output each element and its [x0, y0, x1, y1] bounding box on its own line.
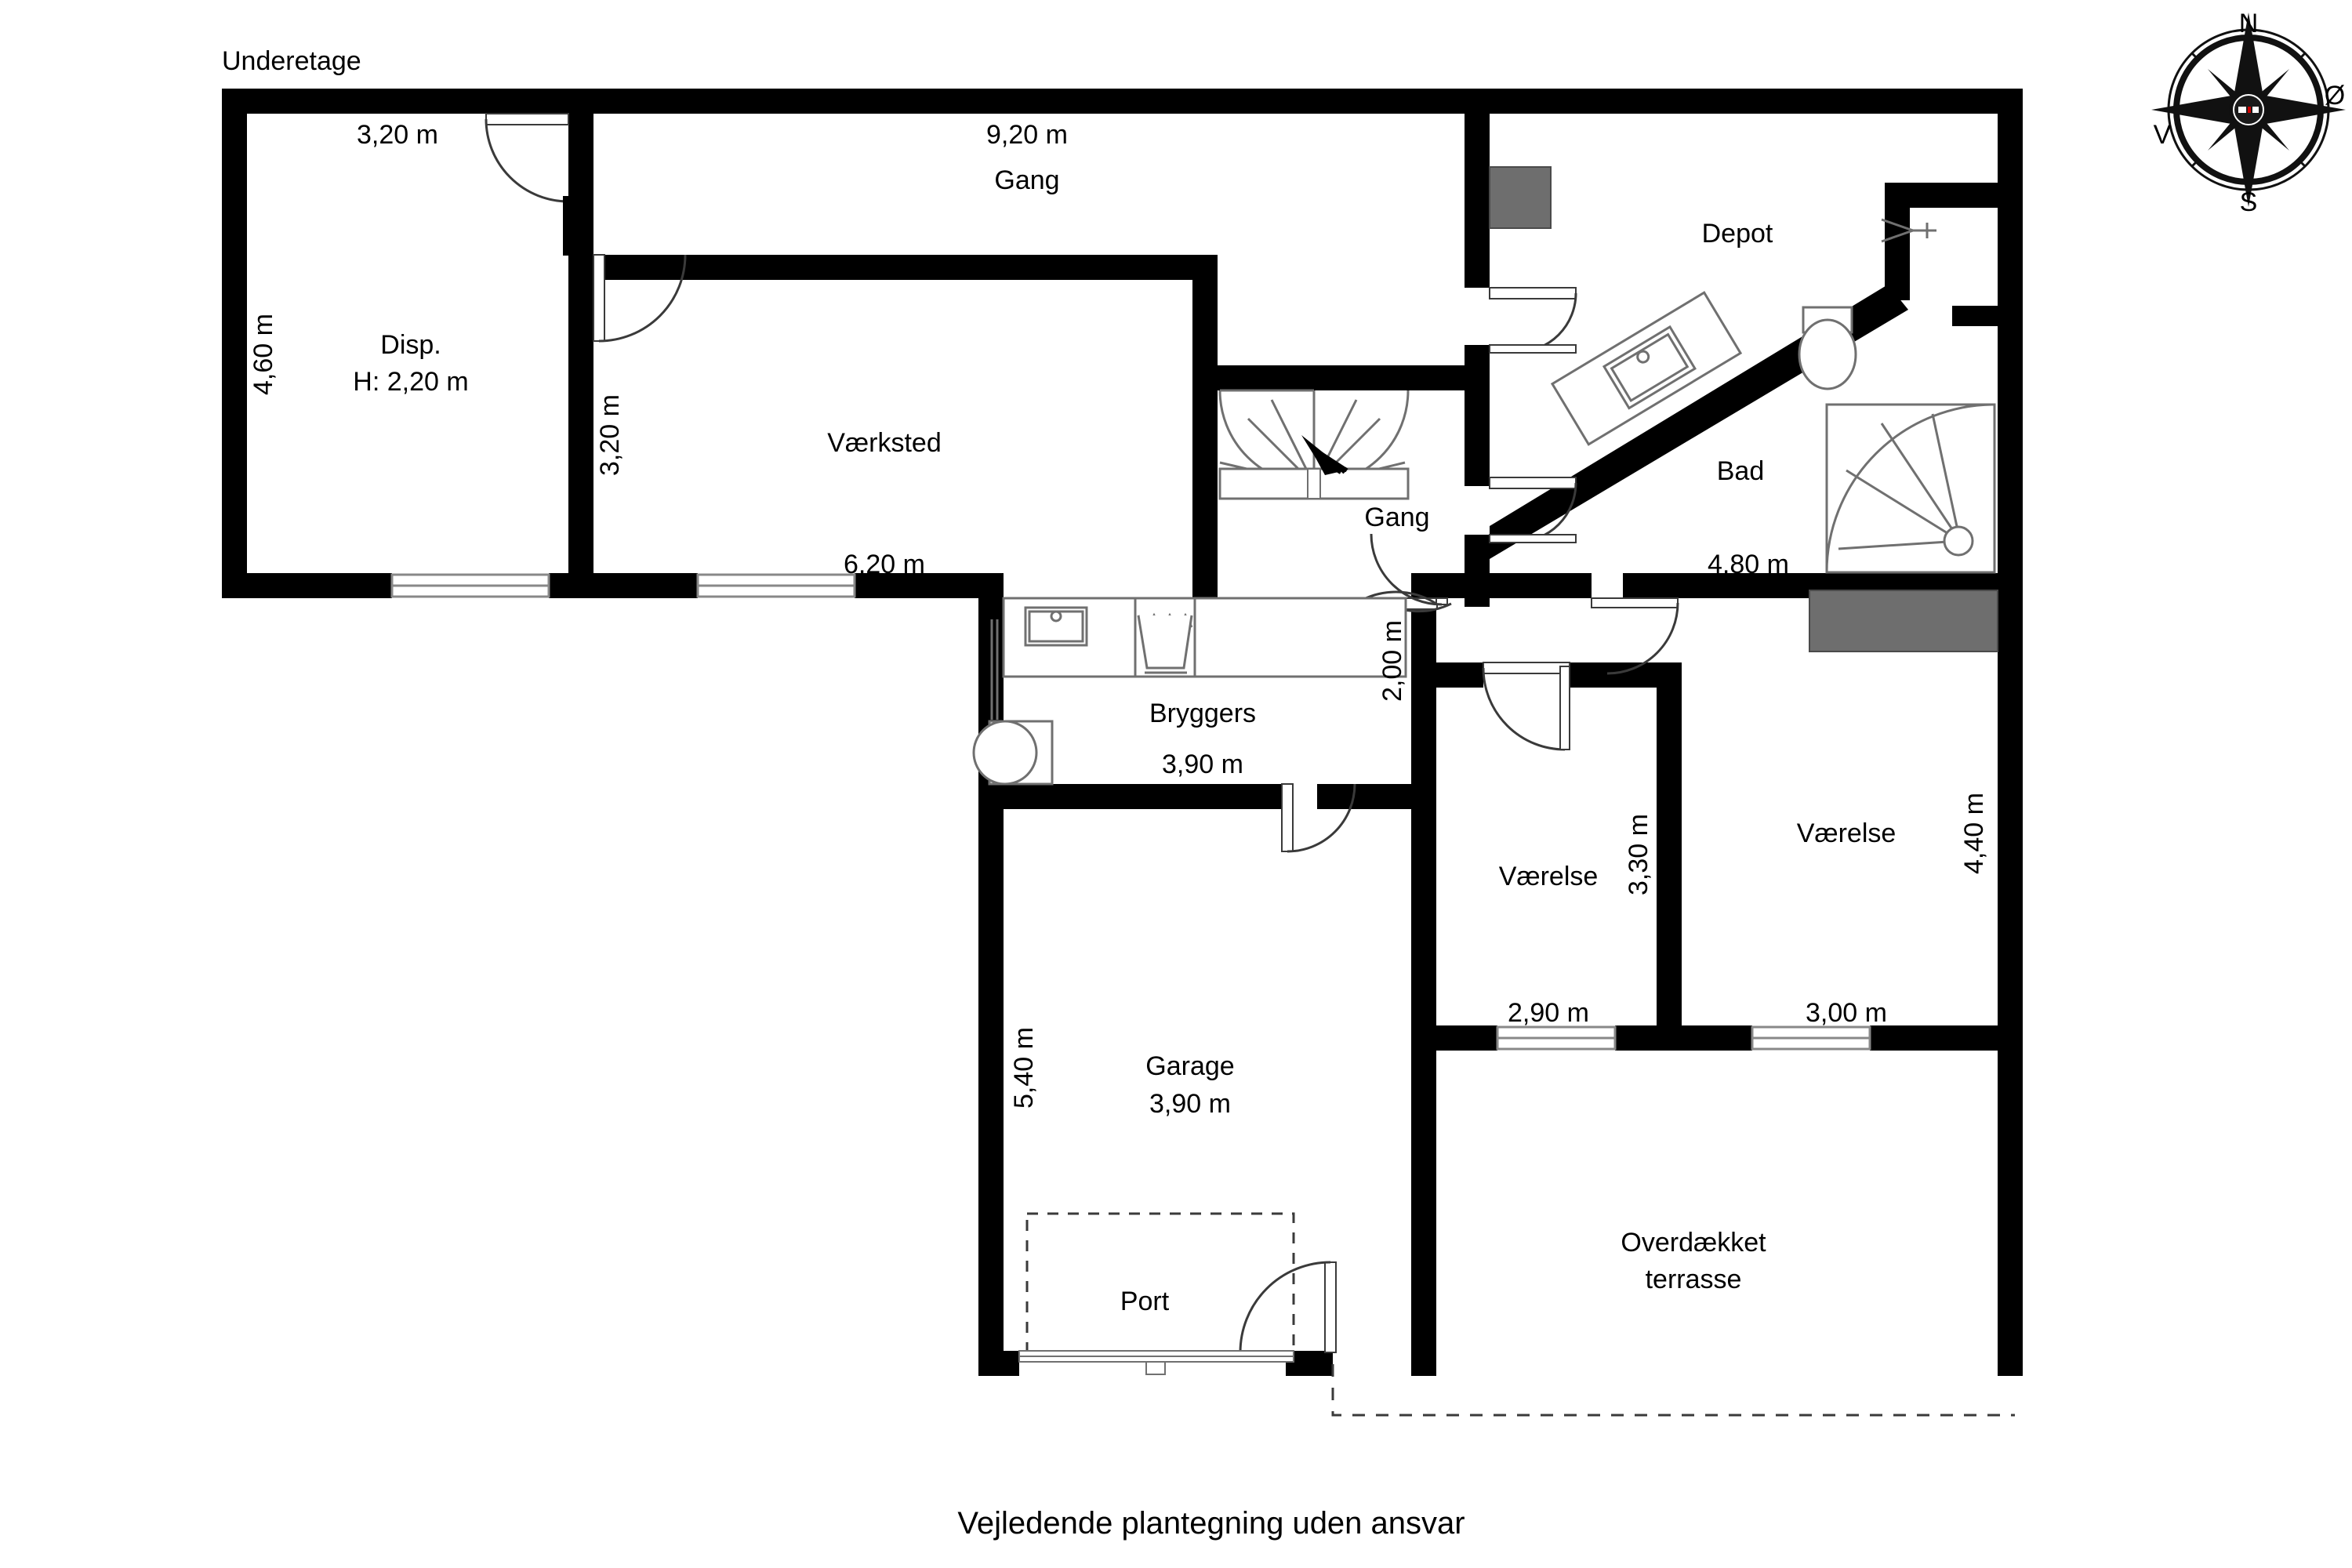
- door-bad-west: [1489, 477, 1577, 543]
- room-label-garage: Garage: [1145, 1051, 1235, 1081]
- bryggers-fixtures-group: [972, 597, 1407, 786]
- room-label-bryggers: Bryggers: [1149, 699, 1257, 728]
- dimension-3-20-left: 3,20 m: [594, 394, 625, 476]
- dimension-4-80: 4,80 m: [1708, 550, 1789, 579]
- room-label-vaerelse-2: Værelse: [1796, 818, 1896, 848]
- port-outline: [1025, 1212, 1295, 1355]
- room-label-disp-height: H: 2,20 m: [353, 367, 469, 397]
- gray-block-group: [1489, 166, 1998, 652]
- floor-title: Underetage: [222, 46, 361, 76]
- room-label-vaerelse-1: Værelse: [1498, 862, 1599, 891]
- room-label-depot: Depot: [1701, 219, 1773, 249]
- washing-machine-icon: [1137, 612, 1193, 674]
- door-group: [485, 113, 1679, 1353]
- room-label-terrasse: Overdækket: [1621, 1228, 1766, 1258]
- dimension-3-90-bryggers: 3,90 m: [1162, 750, 1243, 779]
- room-label-gang-top: Gang: [994, 165, 1060, 195]
- bathroom-fixtures-group: [1550, 218, 1996, 574]
- compass-rose-icon: [2151, 13, 2346, 207]
- door-disp-north: [485, 113, 574, 256]
- footer-disclaimer: Vejledende plantegning uden ansvar: [957, 1506, 1465, 1541]
- room-label-garage-width: 3,90 m: [1149, 1089, 1231, 1119]
- spiral-staircase-icon: [1218, 389, 1410, 500]
- door-bad-south: [1591, 597, 1679, 675]
- compass-label-east: Ø: [2324, 80, 2346, 111]
- chimney-block-vaerelse: [1809, 590, 1998, 652]
- compass-label-west: V: [2153, 119, 2172, 150]
- door-bryggers-south: [1281, 783, 1356, 853]
- room-label-port: Port: [1120, 1287, 1170, 1316]
- door-vaerksted-nw: [593, 254, 687, 343]
- dimension-2-00: 2,00 m: [1377, 620, 1407, 702]
- room-label-disp: Disp.: [380, 330, 441, 360]
- door-vaerelse1-north: [1482, 662, 1570, 751]
- compass-label-north: N: [2238, 8, 2259, 38]
- utility-sink-icon: [1024, 606, 1088, 647]
- port-handle: [1145, 1361, 1166, 1375]
- room-label-bad: Bad: [1716, 456, 1765, 486]
- dimension-3-00: 3,00 m: [1806, 998, 1887, 1028]
- chimney-block-depot: [1489, 166, 1552, 229]
- dimension-4-60: 4,60 m: [248, 314, 278, 395]
- corner-shower-icon: [1825, 403, 1996, 574]
- wall-group: [222, 89, 2023, 1376]
- door-depot-west: [1489, 287, 1577, 354]
- window-group: [390, 573, 1871, 1051]
- dimension-3-20-top: 3,20 m: [357, 120, 438, 150]
- compass-label-south: S: [2239, 187, 2258, 217]
- dimension-6-20: 6,20 m: [844, 550, 925, 579]
- door-garage-east: [1239, 1261, 1337, 1353]
- dimension-2-90: 2,90 m: [1508, 998, 1589, 1028]
- bathroom-sink-icon: [1550, 291, 1743, 446]
- room-label-gang-mid: Gang: [1364, 503, 1430, 532]
- dimension-4-40: 4,40 m: [1958, 793, 1989, 874]
- door-hall-north: [1370, 533, 1448, 606]
- room-label-vaerksted: Værksted: [827, 428, 942, 458]
- stairs-direction-arrow-icon: [1301, 435, 1348, 475]
- terrace-outline: [1331, 1364, 2015, 1417]
- dimension-5-40: 5,40 m: [1008, 1027, 1039, 1109]
- dimension-9-20: 9,20 m: [986, 120, 1068, 150]
- toilet-icon: [1798, 306, 1857, 390]
- boiler-tank-icon: [972, 720, 1054, 786]
- window-open-symbol-icon: [1881, 218, 1936, 243]
- port-gate-group: [1018, 1212, 1295, 1375]
- room-label-terrasse-2: terrasse: [1645, 1265, 1742, 1294]
- dimension-3-30: 3,30 m: [1623, 814, 1653, 895]
